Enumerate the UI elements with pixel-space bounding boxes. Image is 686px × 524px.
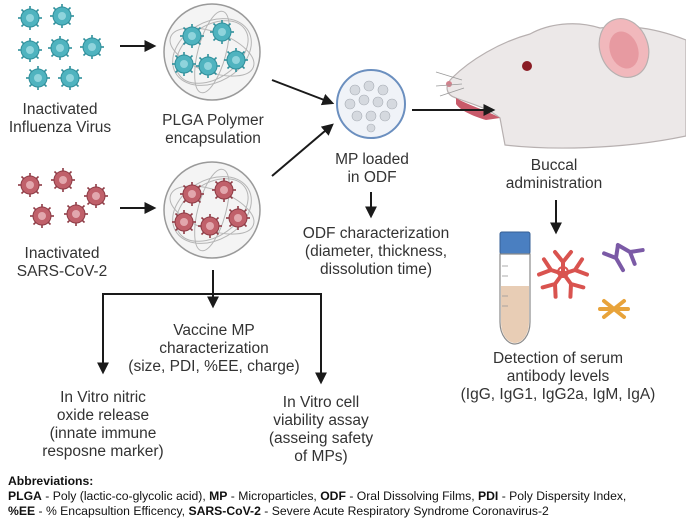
influenza-virus-cluster-icon <box>17 3 105 91</box>
influenza-label: Inactivated Influenza Virus <box>8 101 112 136</box>
antibody-iga-icon <box>602 236 645 277</box>
odf-characterization-label: ODF characterization (diameter, thicknes… <box>302 225 450 278</box>
antibody-igm-icon <box>537 250 589 297</box>
abbreviations-line-1: PLGA - Poly (lactic-co-glycolic acid), M… <box>8 489 627 503</box>
sars-cov-2-virus-cluster-icon <box>17 167 109 229</box>
antibody-igg-icon <box>598 299 630 319</box>
plga-influenza-particle-icon <box>163 3 261 101</box>
sars-label: Inactivated SARS-CoV-2 <box>16 245 108 280</box>
flow-arrows <box>97 40 562 385</box>
arrow-plga-sars-to-odf <box>271 123 334 177</box>
abbreviations-title: Abbreviations: <box>8 474 94 488</box>
vaccine-characterization-label: Vaccine MP characterization (size, PDI, … <box>128 322 300 375</box>
antibody-detection-label: Detection of serum antibody levels (IgG,… <box>460 350 656 403</box>
bracket-line <box>102 293 322 378</box>
mouse-icon <box>435 18 686 149</box>
cell-viability-label: In Vitro cell viability assay (asseing s… <box>268 394 374 465</box>
arrow-plga-to-odf <box>271 79 335 106</box>
nitric-oxide-label: In Vitro nitric oxide release (innate im… <box>42 389 164 460</box>
plga-sars-particle-icon <box>163 161 261 259</box>
serum-tube-icon <box>499 231 531 345</box>
abbreviations-line-2: %EE - % Encapsultion Efficency, SARS-CoV… <box>8 504 549 518</box>
mp-odf-label: MP loaded in ODF <box>335 151 409 186</box>
mp-odf-film-icon <box>336 69 406 139</box>
plga-label: PLGA Polymer encapsulation <box>162 112 264 147</box>
buccal-label: Buccal administration <box>505 157 603 192</box>
